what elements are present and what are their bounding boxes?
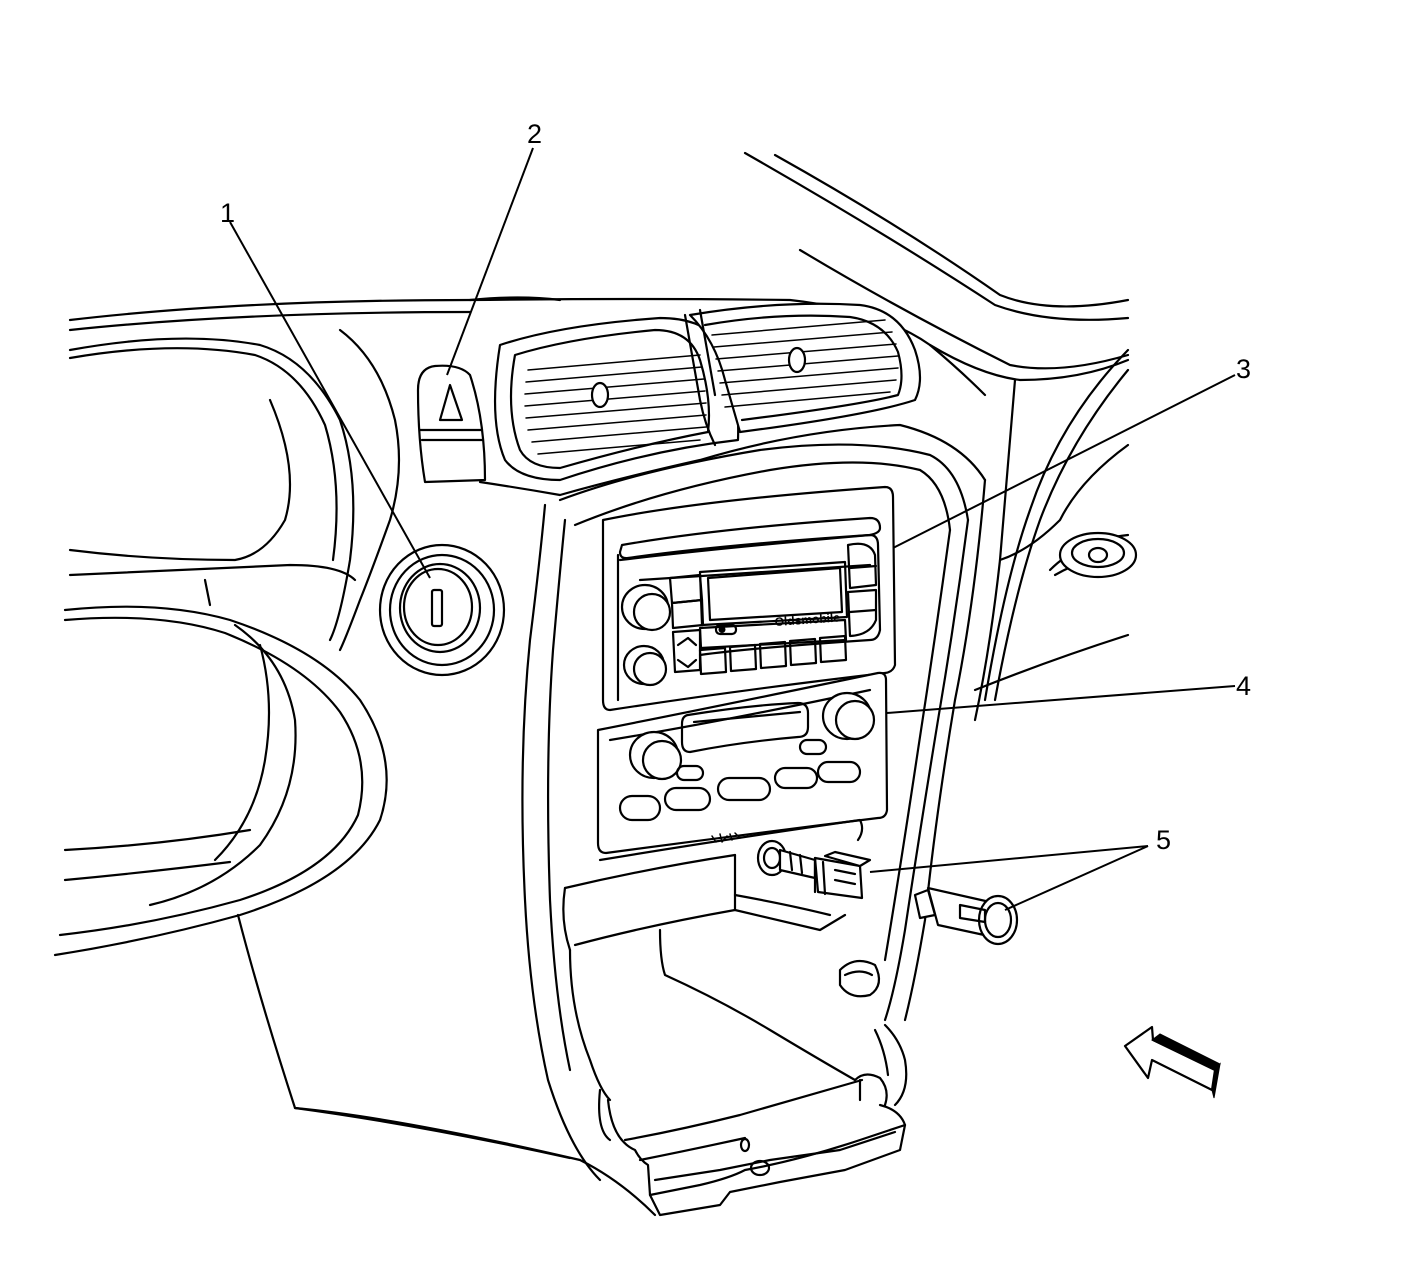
lower-console xyxy=(562,818,908,1217)
callout-1: 1 xyxy=(220,198,235,228)
callout-4: 4 xyxy=(1236,671,1251,701)
radio-unit: Oldsmobile xyxy=(601,485,897,712)
callout-labels: 1 2 3 4 5 xyxy=(220,119,1251,855)
hvac-control-panel xyxy=(596,671,889,855)
windshield-lines xyxy=(743,151,1130,370)
dashboard-right-panel xyxy=(928,343,1138,722)
ignition-switch xyxy=(378,543,506,677)
power-outlet-assembly xyxy=(756,839,1019,946)
front-view-direction-arrow-icon xyxy=(1123,1025,1221,1099)
leader-lines xyxy=(229,147,1236,911)
callout-5: 5 xyxy=(1156,825,1171,855)
callout-2: 2 xyxy=(527,119,542,149)
radio-brand-label: Oldsmobile xyxy=(774,610,840,629)
callout-3: 3 xyxy=(1236,354,1251,384)
center-air-vents xyxy=(493,302,922,482)
center-stack-bezel xyxy=(338,296,987,1182)
hazard-switch xyxy=(416,364,487,484)
